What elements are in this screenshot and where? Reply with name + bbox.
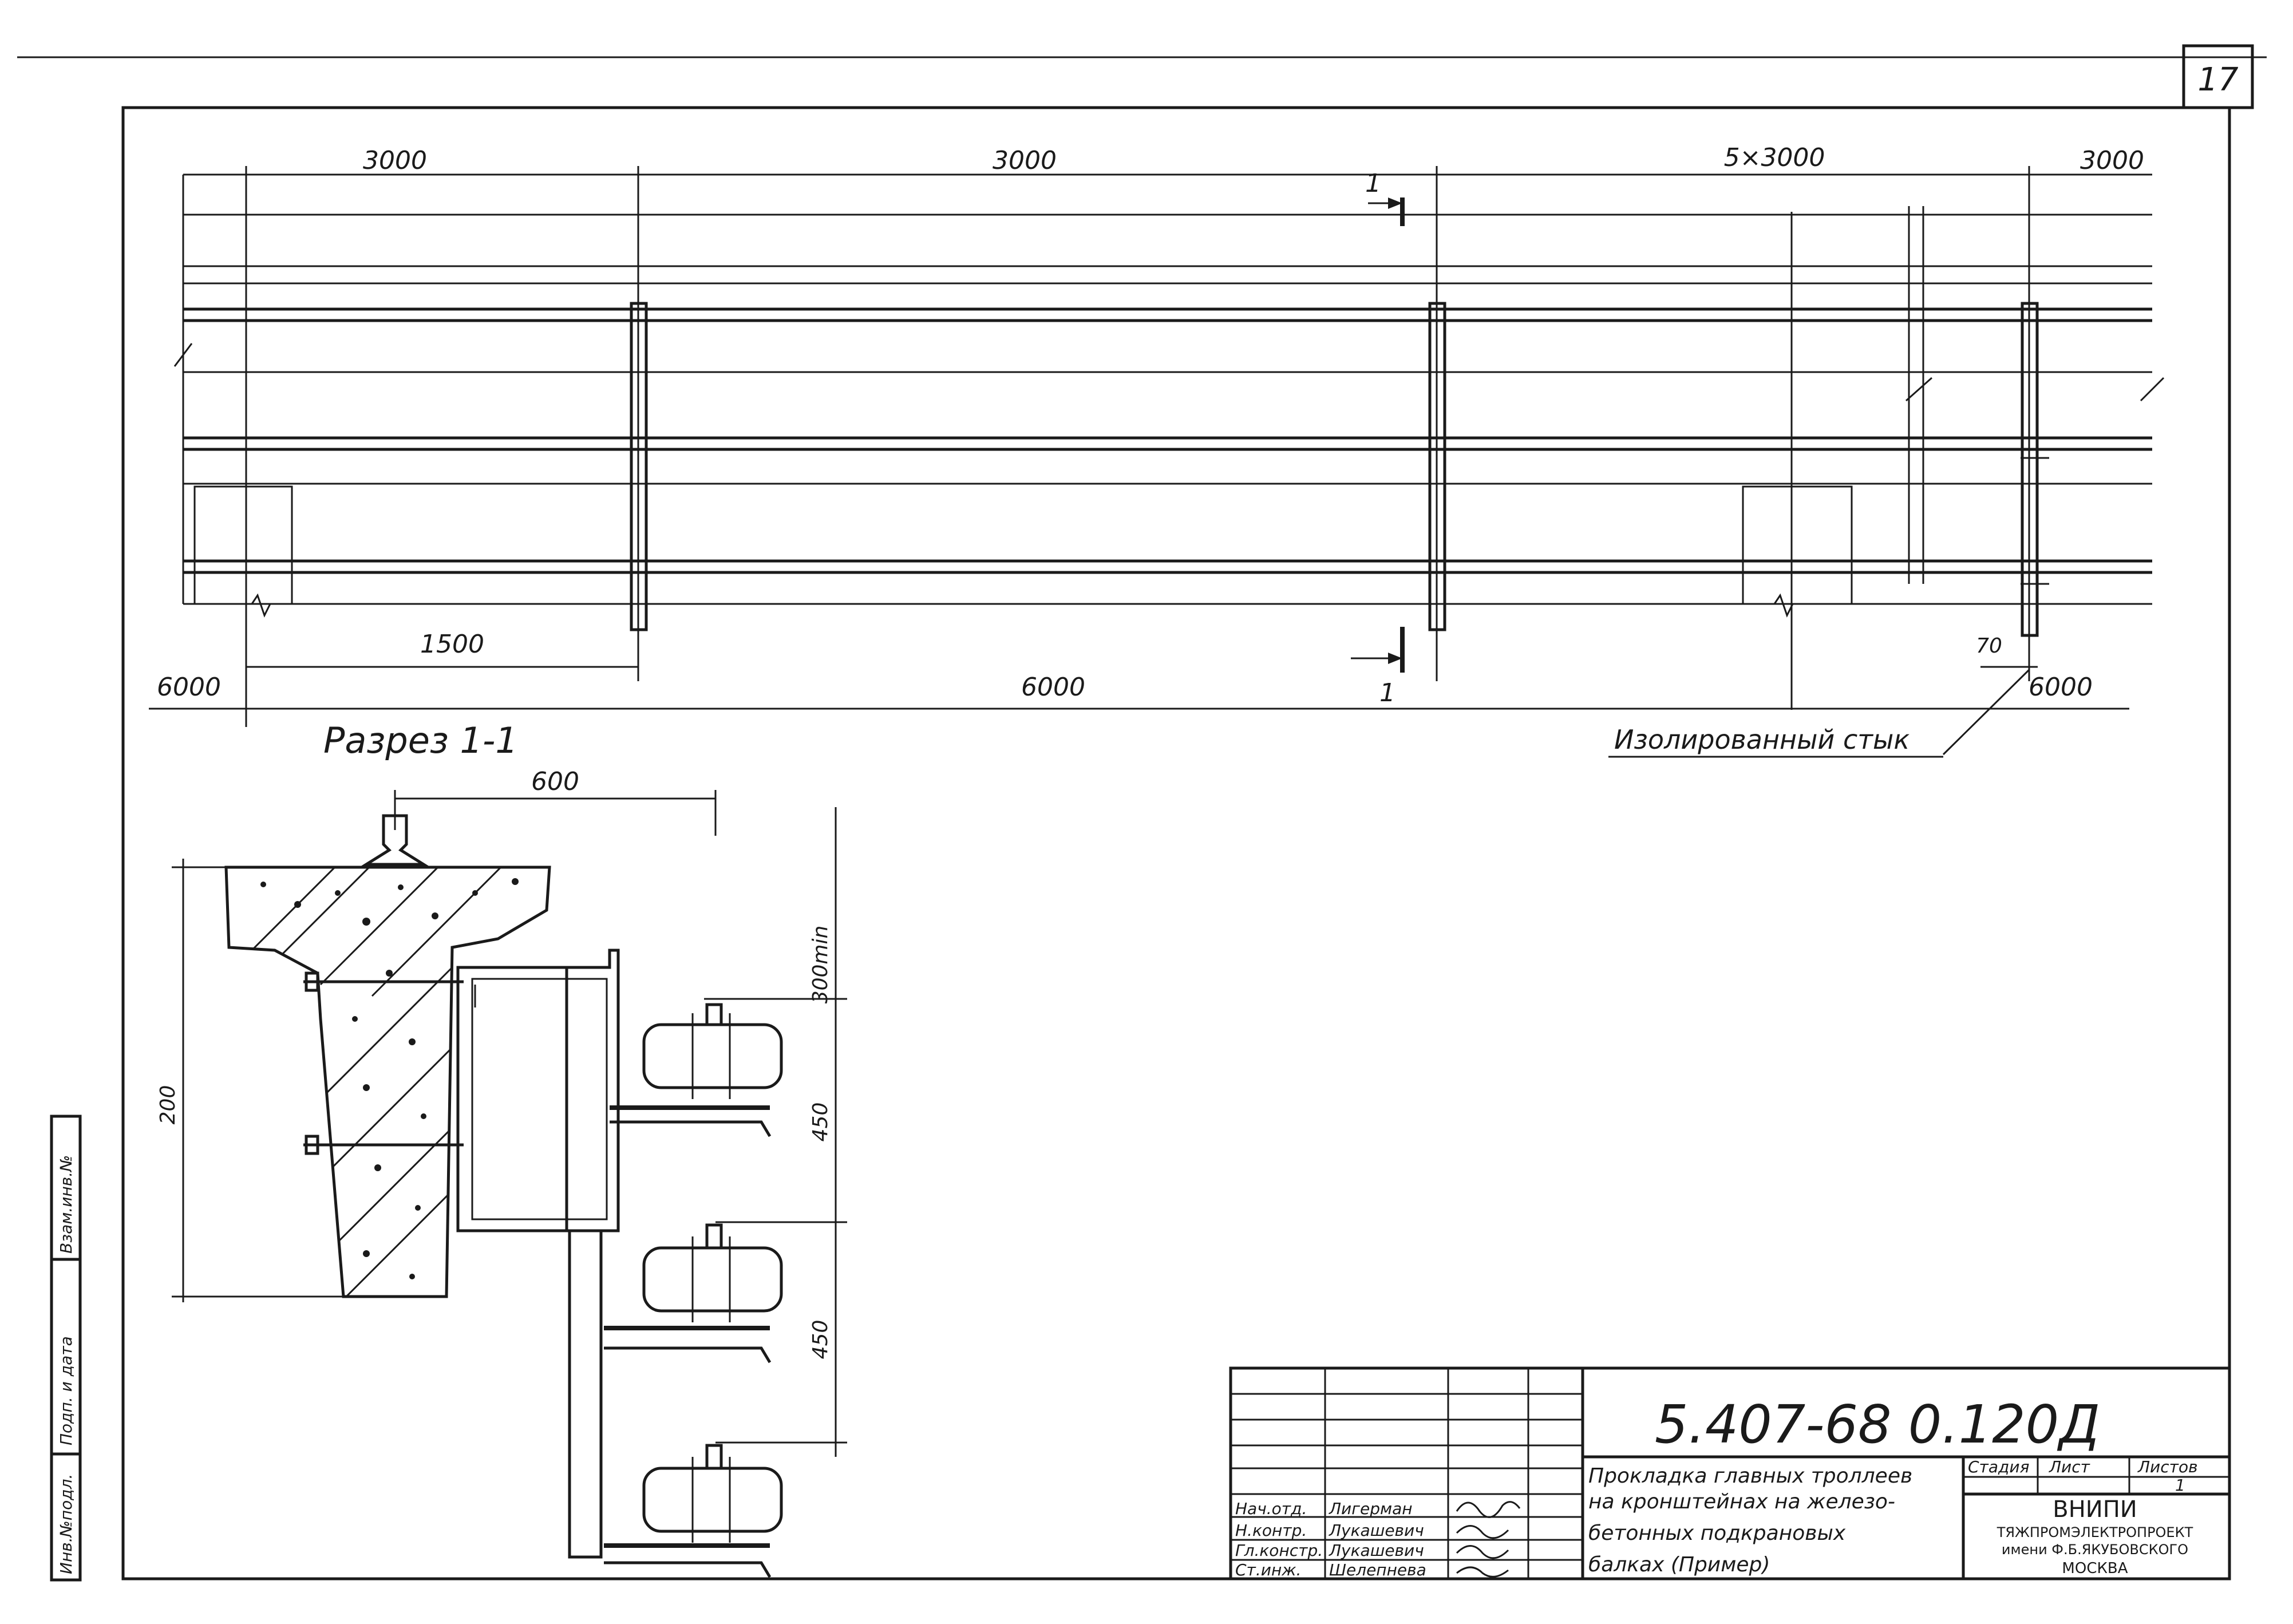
anchor-bolt-upper — [303, 971, 464, 992]
role-3: Гл.констр. — [1235, 1541, 1323, 1560]
bracket-2 — [1428, 302, 1446, 631]
bracket-channel — [456, 949, 620, 1232]
insulated-joint-label: Изолированный стык — [1614, 724, 1909, 755]
trolley-line-2 — [183, 436, 2152, 451]
column-left — [193, 485, 293, 605]
org-line-2: ТЯЖПРОМЭЛЕКТРОПРОЕКТ — [1997, 1524, 2193, 1540]
crane-rail — [361, 814, 429, 866]
dim-600: 600 — [531, 767, 579, 796]
org-line-3: имени Ф.Б.ЯКУБОВСКОГО — [2002, 1542, 2188, 1558]
header-sheets: Листов — [2137, 1457, 2198, 1476]
svg-text:1: 1 — [1379, 678, 1395, 708]
name-3: Лукашевич — [1329, 1541, 1424, 1560]
org-line-1: ВНИПИ — [2053, 1496, 2137, 1523]
anchor-bolt-lower — [303, 1135, 464, 1155]
role-1: Нач.отд. — [1235, 1499, 1307, 1518]
dim-bottom-6000-c: 6000 — [2029, 673, 2093, 702]
plan-view: 3000 3000 5×3000 3000 — [149, 143, 2165, 758]
trolley-line-3 — [183, 559, 2152, 574]
dim-top-2: 3000 — [993, 146, 1057, 175]
side-stamp: Инв.№подл. Подп. и дата Взам.инв.№ — [50, 1115, 82, 1582]
role-4: Ст.инж. — [1235, 1560, 1301, 1579]
bracket-post — [568, 1229, 603, 1559]
org-line-4: МОСКВА — [2062, 1560, 2128, 1577]
title-line-3: бетонных подкрановых — [1588, 1522, 1846, 1545]
signature-4 — [1456, 1566, 1509, 1578]
sheet-number: 17 — [2197, 61, 2239, 98]
bracket-3 — [2021, 302, 2039, 637]
column-right — [1742, 485, 1853, 605]
name-4: Шелепнева — [1329, 1560, 1426, 1579]
dim-top-1: 3000 — [363, 146, 427, 175]
dim-200: 200 — [156, 1085, 180, 1125]
side-stamp-replace: Взам.инв.№ — [57, 1155, 76, 1254]
signature-3 — [1456, 1545, 1509, 1559]
dim-450-b: 450 — [809, 1320, 832, 1360]
side-stamp-sign: Подп. и дата — [57, 1336, 76, 1445]
section-view: Разрез 1-1 600 — [156, 720, 847, 1578]
dim-bottom-6000-a: 6000 — [157, 673, 221, 702]
name-1: Лигерман — [1329, 1499, 1413, 1518]
drawing-frame — [121, 106, 2231, 1580]
dim-top-3: 5×3000 — [1724, 143, 1825, 172]
section-mark-top: 1 — [1365, 169, 1405, 226]
title-line-4: балках (Пример) — [1588, 1553, 1770, 1576]
header-stage: Стадия — [1968, 1457, 2029, 1476]
signature-2 — [1456, 1525, 1509, 1539]
side-stamp-inv: Инв.№подл. — [57, 1474, 76, 1574]
dim-bottom-6000-b: 6000 — [1021, 673, 1085, 702]
insulator-3 — [604, 1444, 783, 1578]
title-line-1: Прокладка главных троллеев — [1588, 1464, 1912, 1488]
section-title: Разрез 1-1 — [323, 720, 518, 761]
insulator-1 — [610, 1003, 783, 1137]
insulator-2 — [604, 1223, 783, 1364]
title-line-2: на кронштейнах на железо- — [1588, 1490, 1895, 1514]
title-block: Нач.отд. Лигерман Н.контр. Лукашевич Гл.… — [1229, 1366, 2231, 1580]
section-mark-bottom: 1 — [1351, 627, 1405, 708]
dim-300min: 300min — [809, 926, 832, 1004]
dim-bottom-1500: 1500 — [420, 630, 484, 659]
concrete-beam — [224, 866, 551, 1298]
dim-450-a: 450 — [809, 1103, 832, 1142]
signature-1 — [1456, 1501, 1521, 1518]
role-2: Н.контр. — [1235, 1521, 1307, 1540]
sheet-number-box — [2182, 44, 2254, 109]
name-2: Лукашевич — [1329, 1521, 1424, 1540]
svg-text:1: 1 — [1365, 169, 1381, 198]
dim-bottom-70: 70 — [1976, 634, 2002, 658]
trolley-line-1 — [183, 307, 2152, 322]
document-code: 5.407-68 0.120Д — [1655, 1394, 2100, 1455]
sheet-value: 1 — [2175, 1476, 2185, 1495]
dim-top-4: 3000 — [2080, 146, 2144, 175]
bracket-1 — [630, 302, 648, 631]
header-sheet: Лист — [2049, 1457, 2090, 1476]
